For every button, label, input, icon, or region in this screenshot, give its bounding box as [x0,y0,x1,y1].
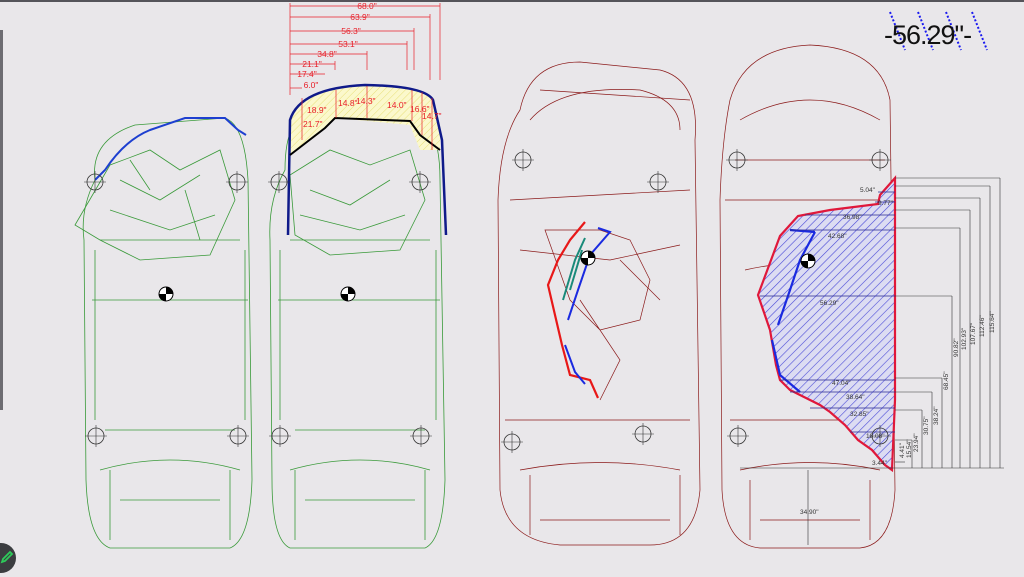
front-width-dimensions [289,3,441,150]
wheel-icon [725,148,749,172]
pencil-icon [0,550,14,564]
car-1-green [74,117,253,549]
depth-label: 14.8" [338,98,358,108]
width-label: 68.0" [357,1,377,11]
svg-text:90.82": 90.82" [953,338,960,357]
vertical-dimension-labels: 4.41" 15.54" 23.94" 30.75" 38.24" 68.45"… [899,311,996,458]
car-1-crush-profile [94,117,247,181]
svg-text:102.93": 102.93" [961,327,968,350]
width-label: 53.1" [338,39,358,49]
left-panel-edge[interactable] [0,30,3,410]
wheel-icon [409,424,433,448]
svg-text:68.45": 68.45" [943,371,950,390]
center-of-gravity-icon [158,286,174,302]
side-crush-lines [760,191,895,433]
width-label: 34.8" [317,49,337,59]
side-label: 32.85" [850,411,869,418]
wheel-icon [83,170,107,194]
wheel-icon [408,170,432,194]
side-crush-area [756,175,897,473]
width-label: 21.1" [302,59,322,69]
car-3-brown [497,61,701,546]
undeformed-front-profile [286,83,448,236]
crush-width-big-label: -56.29"- [884,20,971,50]
svg-text:15.54": 15.54" [906,439,913,458]
width-label: 17.4" [297,69,317,79]
svg-text:112.46": 112.46" [979,315,986,337]
car-3-teal-crush [562,237,586,301]
side-label: 42.68" [828,233,847,240]
center-of-gravity-icon [580,250,596,266]
wheel-icon [726,424,750,448]
side-label: 5.04" [860,187,876,194]
width-label: 6.0" [304,80,319,90]
depth-label: 18.9" [307,105,327,115]
crushed-front-profile [289,116,441,156]
wheel-icon [225,170,249,194]
car-4-brown [719,44,896,549]
svg-text:23.94": 23.94" [913,433,920,452]
depth-label: 14.3" [356,96,376,106]
edit-button[interactable] [0,543,16,573]
rear-offset-label: 34.90" [800,509,819,516]
side-label: 9.77" [878,200,894,207]
wheel-icon [631,422,655,446]
depth-label: 14.7" [422,111,442,121]
wheel-icon [500,430,524,454]
svg-text:38.24": 38.24" [933,406,940,425]
center-of-gravity-icon [340,286,356,302]
side-label: 3.44" [872,460,888,467]
wheel-icon [511,148,535,172]
wheel-icon [268,424,292,448]
wheel-icon [84,424,108,448]
svg-text:30.75": 30.75" [923,416,930,435]
wheel-icon [226,424,250,448]
crush-width-callout[interactable]: -56.29"- [884,11,988,51]
car-2-green [269,117,446,549]
hatch-marks [889,11,988,51]
wheel-icon [267,170,291,194]
side-label: 38.64" [846,394,865,401]
depth-label: 21.7" [303,119,323,129]
width-label: 63.9" [350,12,370,22]
depth-label: 16.6" [410,104,430,114]
svg-text:107.67": 107.67" [970,322,977,345]
side-label: 18.08" [866,433,885,440]
wheel-icon [868,148,892,172]
window-top-border [0,0,1024,2]
depth-label: 14.0" [387,100,407,110]
car-3-red-crush [546,221,600,399]
svg-text:115.64": 115.64" [989,311,996,333]
center-of-gravity-icon [800,253,816,269]
side-dimension-lines [740,177,1004,545]
svg-text:4.41": 4.41" [899,442,906,458]
side-label: 36.98" [843,214,862,221]
side-label: 56.29" [820,300,839,307]
wheel-icon [646,170,670,194]
width-label: 56.3" [341,26,361,36]
side-label: 47.04" [832,380,851,387]
